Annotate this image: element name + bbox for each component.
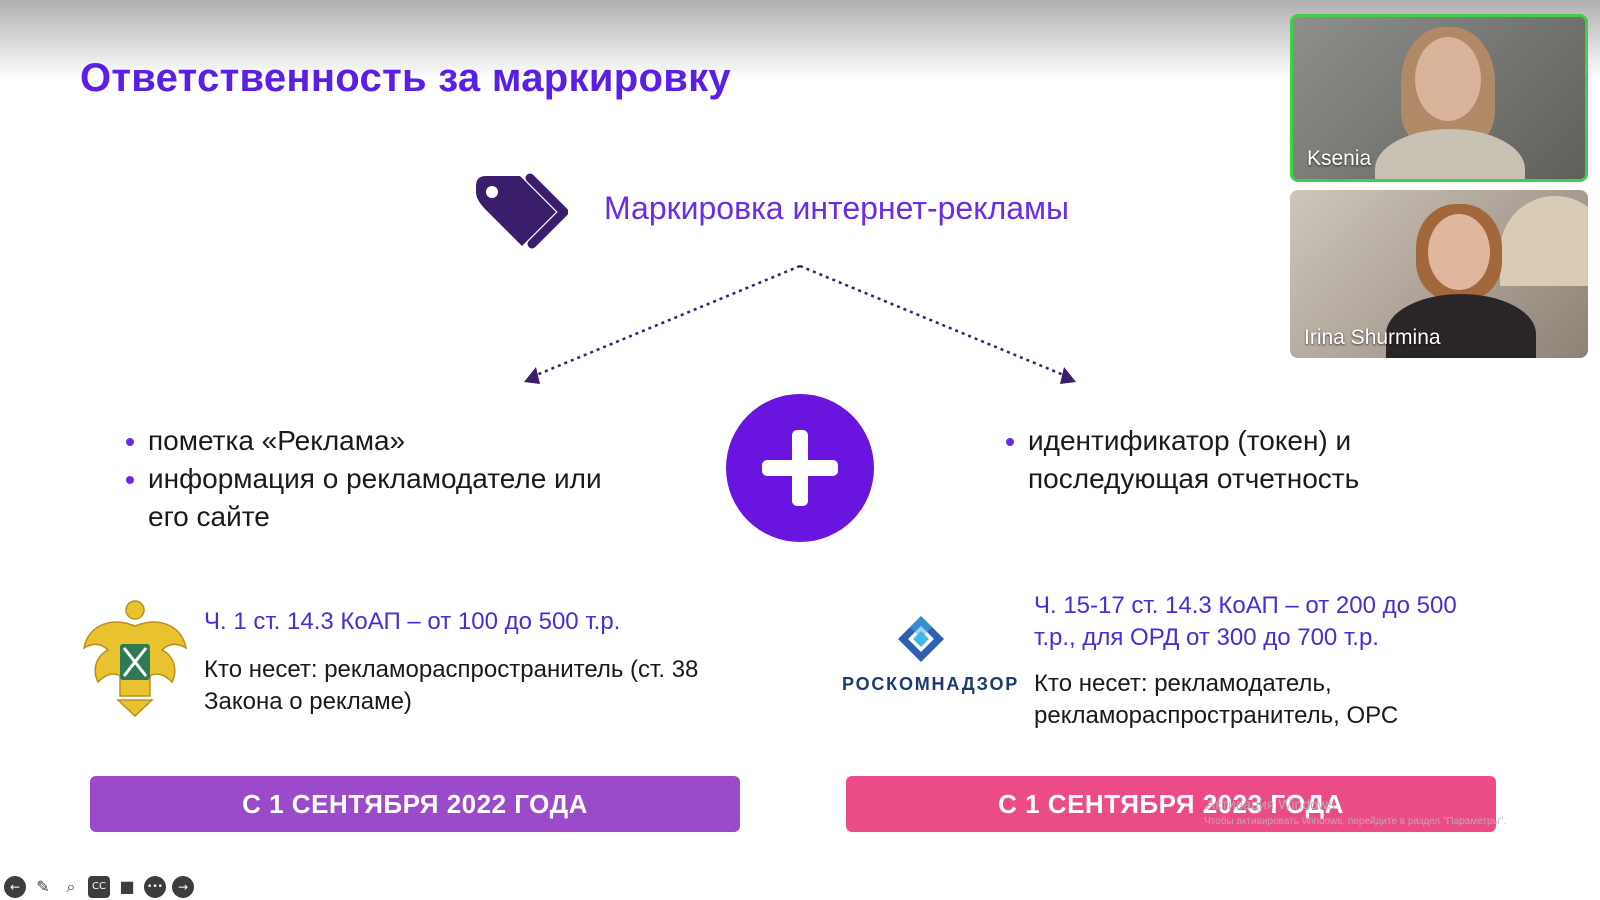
presentation-toolbar: ← ✎ ⌕ CC ■ ••• → <box>4 876 194 898</box>
right-responsible-text: Кто несет: рекламодатель, рекламораспрос… <box>1034 670 1399 729</box>
tag-icon <box>476 173 568 249</box>
captions-icon[interactable]: CC <box>88 876 110 898</box>
left-responsible-text: Кто несет: рекламораспространитель (ст. … <box>204 656 699 715</box>
pen-icon[interactable]: ✎ <box>36 877 50 896</box>
background-decor <box>1500 196 1588 286</box>
video-tile-ksenia[interactable]: Ksenia <box>1290 14 1588 182</box>
list-item: идентификатор (токен) и последующая отче… <box>1006 422 1436 498</box>
forward-arrow-icon[interactable]: → <box>172 876 194 898</box>
participant-video <box>1375 129 1525 179</box>
list-item: информация о рекламодателе или его сайте <box>126 460 646 536</box>
slide-title: Ответственность за маркировку <box>80 56 731 100</box>
date-banner-2022: С 1 СЕНТЯБРЯ 2022 ГОДА <box>90 776 740 832</box>
right-fine-text: Ч. 15-17 ст. 14.3 КоАП – от 200 до 500 т… <box>1034 592 1457 651</box>
participant-video <box>1415 37 1481 121</box>
date-banner-2023: С 1 СЕНТЯБРЯ 2023 ГОДА <box>846 776 1496 832</box>
plus-icon <box>726 394 874 542</box>
list-item: пометка «Реклама» <box>126 422 646 460</box>
more-icon[interactable]: ••• <box>144 876 166 898</box>
video-tile-irina[interactable]: Irina Shurmina <box>1290 190 1588 358</box>
right-requirements-list: идентификатор (токен) и последующая отче… <box>1006 422 1436 498</box>
roskomnadzor-label: РОСКОМНАДЗОР <box>842 674 1020 694</box>
participant-video <box>1428 214 1490 290</box>
participant-video <box>1386 294 1536 358</box>
back-arrow-icon[interactable]: ← <box>4 876 26 898</box>
marking-label: Маркировка интернет-рекламы <box>604 190 1070 226</box>
search-icon[interactable]: ⌕ <box>66 877 76 896</box>
camera-off-icon[interactable]: ■ <box>119 877 135 896</box>
participant-name: Ksenia <box>1307 147 1372 170</box>
fas-emblem-icon <box>82 600 188 718</box>
left-requirements-list: пометка «Реклама» информация о рекламода… <box>126 422 646 536</box>
left-fine-text: Ч. 1 ст. 14.3 КоАП – от 100 до 500 т.р. <box>204 608 621 635</box>
participant-name: Irina Shurmina <box>1304 326 1441 349</box>
roskomnadzor-logo-icon <box>898 616 944 662</box>
